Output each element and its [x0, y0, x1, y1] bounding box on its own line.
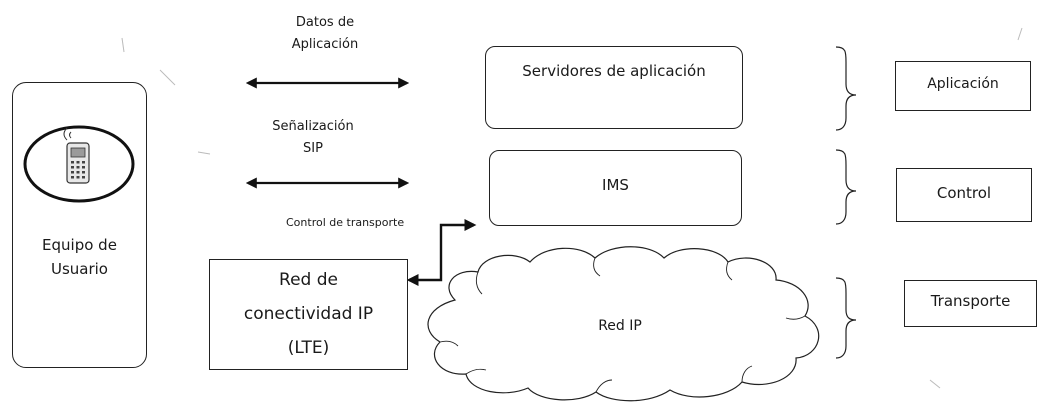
transport-control-arrow: [406, 219, 477, 286]
app-data-label: Datos de Aplicación: [270, 12, 380, 56]
user-equipment-label-line1: Equipo de: [42, 236, 117, 254]
sip-signaling-label-line2: SIP: [303, 141, 323, 156]
app-servers-box: [485, 46, 743, 129]
ip-connectivity-box: [209, 259, 408, 370]
layer-transport-label: Transporte: [930, 292, 1011, 310]
ip-network-label: Red IP: [598, 318, 642, 334]
sip-signaling-label-line1: Señalización: [272, 119, 354, 134]
layer-application-label: Aplicación: [927, 76, 999, 92]
scan-marks: [121, 27, 1023, 389]
ip-connectivity-label-line1: Red de: [279, 270, 338, 290]
user-equipment-label-line2: Usuario: [50, 260, 108, 278]
app-data-label-line2: Aplicación: [291, 37, 359, 52]
transport-control-label: Control de transporte: [286, 216, 405, 229]
layer-control-label: Control: [936, 184, 992, 202]
app-data-label-line1: Datos de: [295, 15, 355, 30]
user-equipment-label: Equipo de Usuario: [14, 233, 145, 281]
ip-network-cloud: [427, 246, 820, 402]
ip-connectivity-label-line3: (LTE): [287, 338, 330, 358]
layer-control-box: [896, 168, 1032, 222]
sip-signaling-label: Señalización SIP: [258, 116, 368, 160]
brace-transport: [835, 277, 857, 359]
ims-label: IMS: [602, 176, 629, 194]
brace-application: [835, 46, 857, 131]
ip-connectivity-label: Red de conectividad IP (LTE): [209, 263, 408, 365]
app-servers-label: Servidores de aplicación: [522, 62, 706, 80]
mobile-phone-icon: [23, 125, 135, 203]
brace-control: [835, 149, 857, 225]
layer-braces: [835, 46, 857, 359]
layer-application-box: [895, 61, 1031, 111]
ims-box: [489, 150, 742, 226]
layer-transport-box: [904, 280, 1037, 327]
ip-connectivity-label-line2: conectividad IP: [243, 304, 374, 324]
user-equipment-box: [12, 82, 147, 368]
